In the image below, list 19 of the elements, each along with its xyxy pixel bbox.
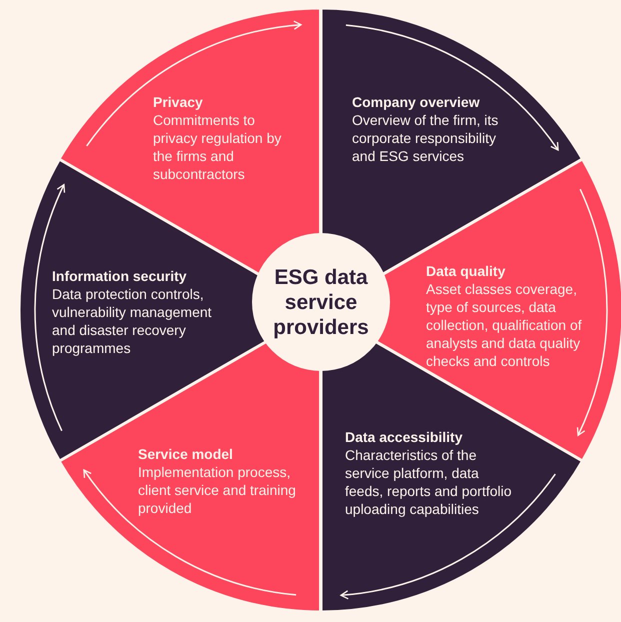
arrow (340, 474, 556, 599)
segment-heading: Privacy (152, 93, 204, 111)
arrow (34, 184, 66, 432)
segment-description: Implementation process, client service and training provided (138, 463, 297, 517)
segment-heading: Data accessibility (345, 428, 464, 446)
segment-description: Commitments to privacy regulation by the firms and subcontractors (152, 111, 282, 183)
segment-heading: Service model (138, 445, 234, 463)
center-title: ESG data service providers (272, 264, 370, 340)
arrow (86, 21, 302, 146)
segment-description: Characteristics of the service platform, data feeds, reports and portfolio uploading capabilities (345, 446, 513, 518)
arrow (346, 24, 559, 151)
arrow (83, 469, 296, 596)
segment-description: Overview of the firm, its corporate responsibility and ESG services (352, 111, 500, 165)
segment-heading: Data quality (426, 262, 506, 280)
segment-heading: Information security (52, 267, 188, 285)
segment-description: Asset classes coverage, type of sources, data collection, qualification of analysts and data quality checks and controls (426, 280, 583, 370)
segment-description: Data protection controls, vulnerability management and disaster recovery programmes (52, 285, 213, 357)
segment-heading: Company overview (352, 93, 481, 111)
arrow (576, 188, 608, 436)
